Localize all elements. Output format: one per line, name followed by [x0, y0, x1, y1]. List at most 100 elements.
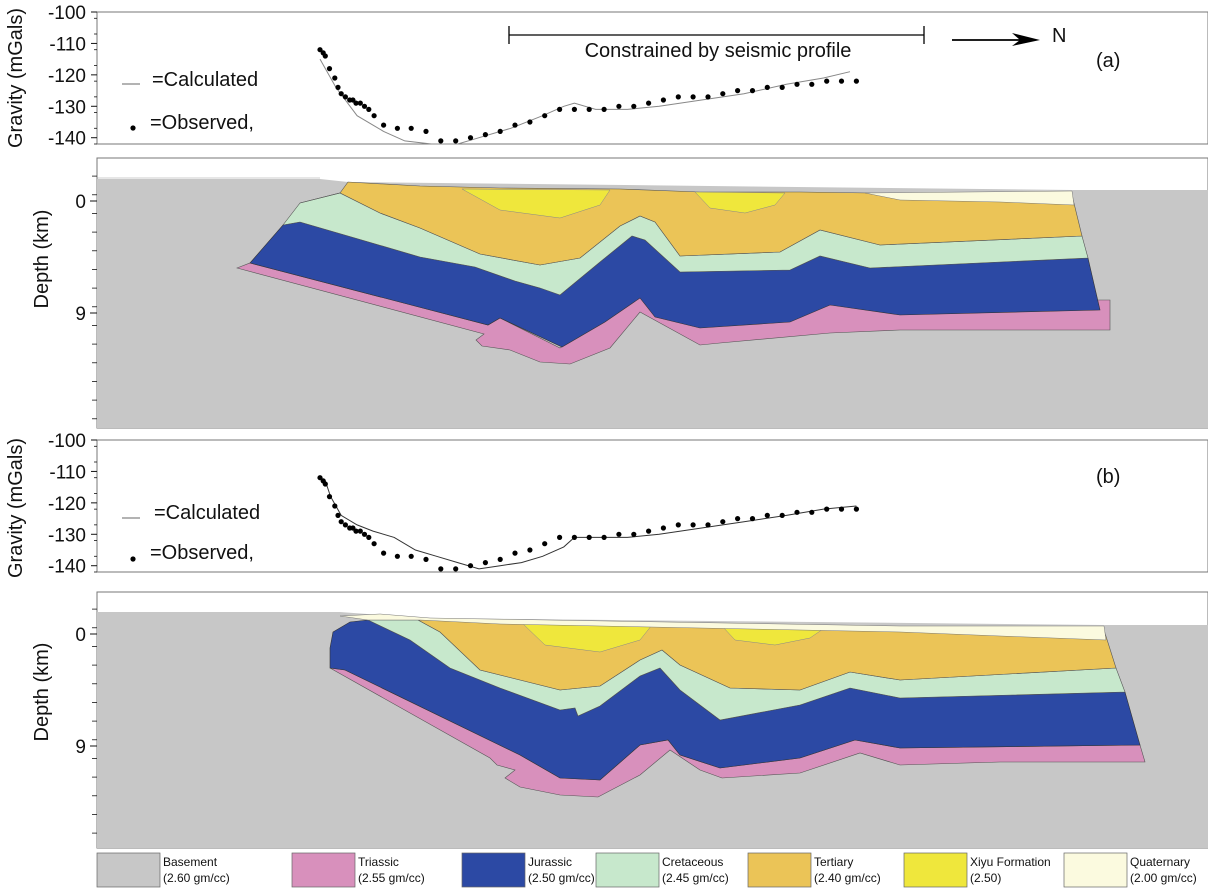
- panel-label-b: (b): [1096, 466, 1120, 488]
- observed-point: [616, 531, 622, 537]
- legend-density: (2.45 gm/cc): [662, 871, 729, 885]
- y-tick-label: -130: [48, 97, 86, 118]
- observed-point: [361, 103, 368, 109]
- observed-point: [571, 534, 578, 541]
- y-tick-label: -110: [49, 462, 86, 483]
- legend-entry-cretaceous: Cretaceous (2.45 gm/cc): [595, 852, 729, 888]
- legend-entry-tertiary: Tertiary (2.40 gm/cc): [747, 852, 881, 888]
- observed-point: [779, 512, 785, 519]
- observed-point: [438, 566, 444, 572]
- observed-legend-swatch-a: [130, 125, 136, 131]
- observed-point: [512, 122, 518, 128]
- legend-swatch: [747, 852, 812, 888]
- y-axis-ticks-a: -100 -110 -120 -130 -140: [48, 3, 97, 150]
- legend-name: Jurassic: [528, 855, 572, 869]
- observed-point: [335, 84, 341, 90]
- observed-point: [527, 119, 533, 125]
- observed-point: [371, 113, 377, 119]
- observed-point: [616, 103, 622, 109]
- observed-point: [338, 519, 344, 525]
- observed-point: [357, 528, 363, 534]
- gravity-panel-b: -100-110-120-130-140 Gravity (mGals) =Ca…: [5, 431, 1208, 578]
- observed-point: [735, 516, 741, 522]
- legend-name: Cretaceous: [662, 855, 723, 869]
- observed-point: [453, 566, 459, 572]
- observed-point: [779, 84, 785, 90]
- legend-swatch: [96, 852, 161, 888]
- observed-point: [601, 106, 607, 112]
- observed-point: [794, 509, 800, 515]
- y-tick-label: -120: [48, 66, 86, 87]
- observed-point: [749, 88, 756, 94]
- observed-point: [357, 100, 363, 106]
- observed-point: [361, 531, 368, 537]
- depth-tick-label: 9: [75, 737, 86, 758]
- observed-point: [853, 506, 860, 512]
- seismic-profile-label: Constrained by seismic profile: [585, 40, 852, 62]
- seismic-constraint-bar: [508, 26, 925, 44]
- y-tick-label: -140: [48, 129, 86, 150]
- observed-point: [467, 135, 474, 141]
- observed-point: [631, 103, 637, 109]
- observed-point: [322, 481, 328, 487]
- y-tick-label: -120: [48, 494, 86, 515]
- legend-swatch: [1063, 852, 1128, 888]
- legend-name: Xiyu Formation: [970, 855, 1051, 869]
- observed-point: [660, 97, 667, 103]
- observed-point: [571, 106, 578, 112]
- observed-point: [322, 53, 328, 59]
- observed-point: [809, 81, 815, 87]
- legend-density: (2.40 gm/cc): [814, 871, 881, 885]
- gravity-plot-b: [317, 475, 860, 572]
- observed-point: [764, 512, 770, 519]
- observed-point: [586, 534, 592, 541]
- y-tick-label: -100: [48, 431, 86, 452]
- legend-name: Tertiary: [814, 855, 853, 869]
- legend-swatch: [903, 852, 968, 888]
- observed-point: [467, 563, 474, 569]
- observed-point: [381, 550, 387, 556]
- observed-point: [646, 100, 652, 106]
- observed-point: [853, 78, 860, 84]
- depth-axis-ticks-a: 09: [75, 175, 97, 420]
- observed-point: [332, 75, 338, 81]
- legend-density: (2.50): [970, 871, 1001, 885]
- observed-point: [824, 506, 830, 512]
- legend-name: Quaternary: [1130, 855, 1190, 869]
- y-tick-label: -100: [48, 3, 86, 24]
- observed-point: [675, 522, 681, 528]
- gravity-plot-a: [317, 47, 860, 145]
- observed-point: [735, 88, 741, 94]
- quaternary-layer-b: [339, 613, 1107, 641]
- observed-point: [497, 556, 503, 563]
- observed-point: [542, 541, 548, 547]
- observed-legend-label-b: =Observed,: [150, 542, 254, 564]
- observed-point: [394, 553, 400, 559]
- observed-point: [557, 106, 563, 112]
- observed-point: [353, 528, 359, 534]
- quaternary-layer-a: [864, 190, 1075, 206]
- density-model-b: 09 Depth (km): [31, 591, 1208, 849]
- legend-name: Basement: [163, 855, 218, 869]
- north-label: N: [1052, 25, 1066, 47]
- depth-tick-label: 9: [75, 304, 86, 325]
- calculated-legend-label-a: =Calculated: [152, 69, 258, 91]
- observed-point: [353, 100, 359, 106]
- legend-entry-jurassic: Jurassic(2.50 gm/cc): [461, 852, 595, 888]
- density-model-a: 09 Depth (km): [31, 157, 1208, 429]
- observed-point: [675, 94, 681, 100]
- observed-point: [366, 534, 372, 541]
- observed-point: [601, 534, 607, 541]
- observed-point: [342, 522, 348, 528]
- observed-point: [326, 494, 333, 500]
- y-tick-label: -110: [49, 34, 86, 55]
- observed-point: [690, 94, 696, 100]
- observed-point: [342, 94, 348, 100]
- legend-name: Triassic: [358, 855, 399, 869]
- observed-point: [408, 125, 414, 131]
- legend-entry-basement: Basement(2.60 gm/cc): [96, 852, 230, 888]
- depth-tick-label: 0: [75, 625, 86, 646]
- observed-point: [631, 531, 637, 537]
- legend-swatch: [291, 852, 356, 888]
- layer-legend: Basement(2.60 gm/cc)Triassic(2.55 gm/cc)…: [96, 852, 1197, 888]
